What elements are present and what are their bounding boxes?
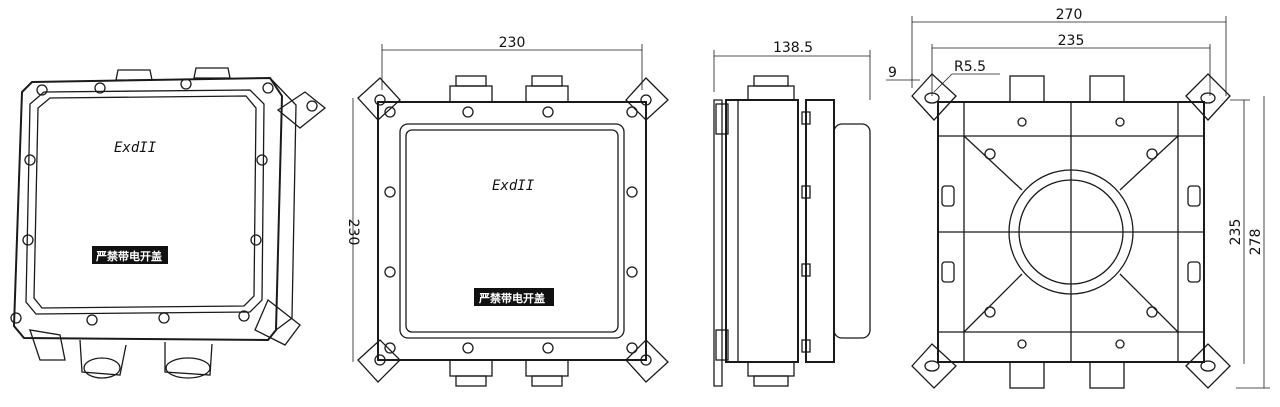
iso-warning-label: 严禁带电开盖 — [95, 249, 162, 263]
back-tab-bl — [911, 343, 957, 389]
back-overall-height-dim: 278 — [1248, 229, 1264, 256]
front-cover — [399, 123, 625, 339]
iso-top-gland-right — [193, 67, 231, 79]
front-tab-tr — [625, 77, 669, 121]
back-mount-height-dim: 235 — [1228, 219, 1244, 246]
back-tab-br — [1185, 343, 1231, 389]
isometric-view: ExdII 严禁带电开盖 — [10, 67, 327, 379]
iso-mount-hole — [306, 100, 318, 112]
iso-cover-inner — [33, 95, 257, 309]
front-top-gland-right — [531, 75, 563, 87]
front-marking: ExdII — [492, 178, 535, 194]
side-top-gland — [753, 75, 789, 87]
back-center-ring — [1008, 169, 1134, 295]
back-bottom-gland-right — [1089, 361, 1125, 389]
front-body — [377, 101, 647, 361]
front-cover-inner — [405, 129, 619, 333]
iso-body-side — [269, 77, 297, 331]
iso-top-gland-left — [115, 69, 153, 81]
side-depth-dim: 138.5 — [773, 40, 813, 56]
iso-gland-end-right — [165, 357, 211, 379]
front-warning-plate — [474, 288, 554, 306]
front-bottom-gland-right — [525, 359, 569, 377]
side-cover-flange — [805, 99, 835, 363]
front-warning-label: 严禁带电开盖 — [478, 291, 545, 305]
front-width-dim: 230 — [499, 35, 526, 51]
front-tab-tl — [357, 77, 401, 121]
back-overall-width-dim: 270 — [1056, 7, 1083, 23]
side-view: 138.5 — [713, 40, 871, 387]
back-holes — [984, 117, 1158, 349]
iso-bolts — [10, 78, 274, 326]
side-bracket — [713, 99, 723, 387]
side-bottom-gland — [747, 361, 795, 377]
back-bottom-gland-left — [1009, 361, 1045, 389]
front-view: 230 230 ExdII — [345, 35, 669, 387]
front-bolts — [384, 106, 638, 354]
back-top-gland-left — [1009, 75, 1045, 103]
iso-gland-end-left — [83, 357, 121, 379]
iso-bottom-gland-right — [164, 342, 213, 376]
back-mount-width-dim: 235 — [1058, 33, 1085, 49]
iso-bottom-gland-left — [79, 339, 127, 376]
front-tab-br — [625, 339, 669, 383]
back-hole-radius-dim: R5.5 — [954, 59, 986, 75]
front-top-gland-left — [455, 75, 487, 87]
iso-mount-tab-bottom-right — [254, 298, 301, 346]
iso-warning-plate — [92, 246, 168, 264]
back-tab-tl — [911, 73, 957, 121]
iso-body-outline — [12, 76, 284, 342]
side-body — [725, 99, 799, 363]
side-cover-dome — [833, 123, 871, 339]
front-bottom-gland-left — [449, 359, 493, 377]
back-top-gland-right — [1089, 75, 1125, 103]
back-tab-tr — [1185, 73, 1231, 121]
iso-mount-tab-bottom-left — [29, 329, 66, 361]
back-slot-dim: 9 — [888, 65, 897, 81]
iso-mount-tab-top-right — [276, 91, 327, 129]
iso-marking: ExdII — [114, 140, 157, 156]
back-view: 270 235 R5.5 9 235 278 — [886, 7, 1270, 389]
front-height-dim: 230 — [345, 219, 361, 246]
side-bolts — [801, 111, 811, 353]
iso-cover-outline — [25, 89, 265, 315]
